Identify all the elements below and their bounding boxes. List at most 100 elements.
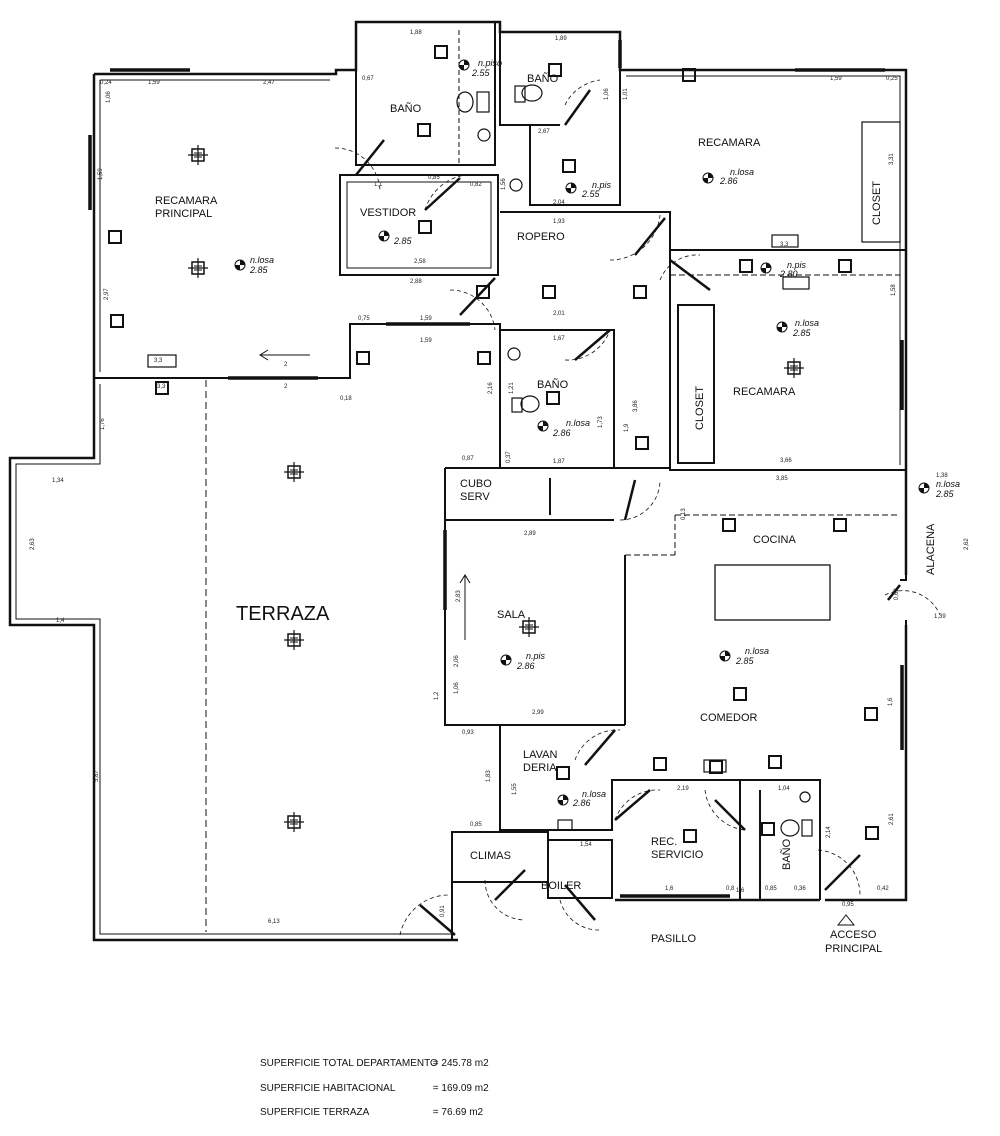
dimension-label: 1,58 [891,284,897,296]
dimension-label: 2,16 [488,382,494,394]
room-closet-2: CLOSET [694,386,706,430]
dimension-label: 0,37 [506,451,512,463]
dimensions: 1,59 2,47 0,24 1,59 0,25 1,89 1,88 0,67 … [30,30,970,925]
dimension-label: 3,3 [780,242,789,248]
room-comedor: COMEDOR [700,712,758,724]
room-acceso-1: ACCESO [830,929,877,941]
level-marker-icon [702,172,714,184]
dimension-label: 1,59 [420,338,432,344]
dimension-label: 5,87 [94,770,100,782]
room-boiler: BOILER [541,880,581,892]
dimension-label: 1,9 [624,423,630,432]
dimension-label: 1,6 [888,697,894,706]
area-value: 76.69 m2 [441,1107,484,1118]
room-cocina: COCINA [753,534,796,546]
room-alacena: ALACENA [925,523,937,575]
dimension-label: 2,19 [677,786,689,792]
dimension-label: 2,99 [532,710,544,716]
outlet-icon [833,518,847,532]
room-pasillo: PASILLO [651,933,696,945]
dimension-label: 2,97 [104,288,110,300]
level-tag: n.losa [730,167,754,177]
dimension-label: 2,04 [553,200,565,206]
room-bano-small: BAÑO [527,72,559,85]
outlet-icon [418,220,432,234]
room-recamara-principal-1: RECAMARA [155,195,218,207]
ceiling-light-icon [283,461,305,483]
dimension-label: 0,93 [462,730,474,736]
dimension-label: 1,6 [665,886,674,892]
room-bano-servicio: BAÑO [780,838,793,870]
level-value: 2.85 [393,236,413,246]
room-bano-middle: BAÑO [537,378,569,391]
wall-double-lines [15,75,901,935]
outlet-icon [434,45,448,59]
ceiling-light-icon [283,811,305,833]
dimension-label: 0,95 [842,902,854,908]
dimension-label: 1,04 [778,786,790,792]
outlet-icon [733,687,747,701]
room-closet-1: CLOSET [871,181,883,225]
level-marker-icon [234,259,246,271]
dimension-label: 1,76 [100,418,106,430]
dimension-label: 2,01 [553,311,565,317]
area-row-total: SUPERFICIE TOTAL DEPARTAMENTO = 245.78 m… [260,1058,489,1069]
dimension-label: 1,59 [148,80,160,86]
dimension-label: 3,3 [157,384,166,390]
dimension-label: 1,6 [736,888,745,894]
outlet-icon [633,285,647,299]
area-value: 169.09 m2 [441,1083,489,1094]
dimension-label: 2,62 [964,538,970,550]
level-value: 2.86 [719,176,738,186]
dimension-label: 1,06 [454,682,460,694]
area-row-terraza: SUPERFICIE TERRAZA = 76.69 m2 [260,1107,483,1118]
dimension-label: 0,82 [470,182,482,188]
room-rec-servicio-2: SERVICIO [651,849,704,861]
dimension-label: 2,47 [263,80,275,86]
dimension-label: 1,2 [434,691,440,700]
dimension-label: 1,83 [486,770,492,782]
room-rec-servicio-1: REC. [651,836,677,848]
dimension-label: 0,85 [470,822,482,828]
dimension-label: 1,55 [512,783,518,795]
dimension-label: 1,34 [52,478,64,484]
dimension-label: 1,21 [509,382,515,394]
area-separator: = [432,1058,439,1069]
level-value: 2.86 [572,798,591,808]
outlet-icon [562,159,576,173]
outlet-icon [110,314,124,328]
dimension-label: 2 [284,362,288,368]
outlet-icon [865,826,879,840]
level-marker-icon [458,59,470,71]
entry-marker-icon [836,914,856,926]
outlet-icon [108,230,122,244]
dimension-label: 0,91 [440,905,446,917]
room-acceso-2: PRINCIPAL [825,943,882,955]
area-label: SUPERFICIE TERRAZA [260,1107,370,1118]
level-marker-icon [776,321,788,333]
dimension-label: 2,67 [538,129,550,135]
level-tag: n.losa [566,418,590,428]
level-tag: n.losa [582,789,606,799]
area-label: SUPERFICIE TOTAL DEPARTAMENTO [260,1058,438,1069]
dimension-label: 2,63 [30,538,36,550]
dimension-label: 3,66 [780,458,792,464]
outlet-icon [683,829,697,843]
outlet-icon [761,822,775,836]
outlet-icon [542,285,556,299]
level-value: 2.80 [779,269,798,279]
dimension-label: 1,88 [410,30,422,36]
level-value: 2.55 [581,189,601,199]
level-marker-icon [918,482,930,494]
ceiling-lights [187,144,805,833]
dimension-label: 1,1 [374,182,383,188]
direction-arrows [259,349,471,640]
ceiling-light-icon [783,357,805,379]
dimension-label: 0,87 [462,456,474,462]
dimension-label: 1,4 [56,618,65,624]
level-marker-icon [378,230,390,242]
outlet-icon [864,707,878,721]
outlet-icon [477,351,491,365]
outlet-icon [709,760,723,774]
dimension-label: 1,93 [553,219,565,225]
